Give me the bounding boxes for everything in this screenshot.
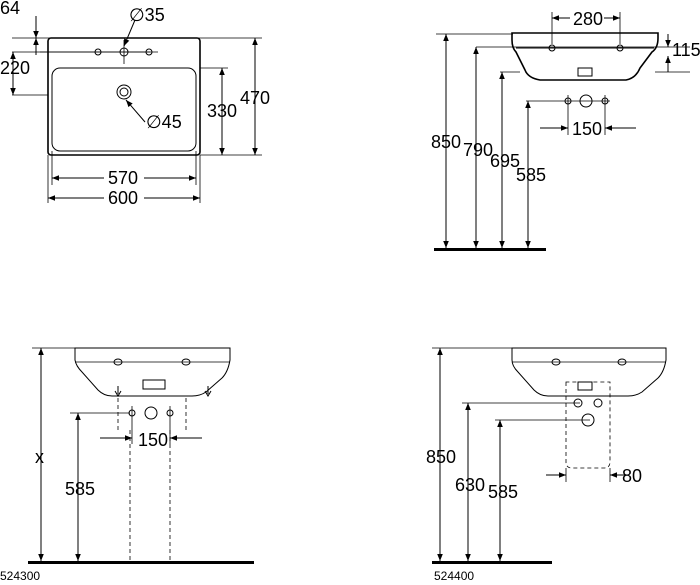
dim-front-150: 150: [138, 430, 168, 450]
dim-80: 80: [622, 466, 642, 486]
product-code-524400: 524400: [434, 569, 474, 583]
dim-695: 695: [490, 151, 520, 171]
product-code-524300: 524300: [0, 569, 40, 583]
front-view-524300: 150 x 585 524300: [0, 347, 254, 583]
dim-600: 600: [108, 188, 138, 208]
dim-630: 630: [455, 475, 485, 495]
dim-470: 470: [240, 88, 270, 108]
dim-front-850: 850: [426, 447, 456, 467]
dim-diameter-35: ∅35: [129, 5, 165, 25]
dim-790: 790: [463, 140, 493, 160]
dim-x: x: [35, 447, 44, 467]
dim-side-585: 585: [516, 165, 546, 185]
dim-64: 64: [0, 0, 20, 18]
dim-115: 115: [672, 40, 700, 60]
dim-side-150: 150: [572, 119, 602, 139]
dim-850: 850: [431, 132, 461, 152]
dim-570: 570: [108, 168, 138, 188]
dim-diameter-45: ∅45: [146, 112, 182, 132]
dim-330: 330: [207, 101, 237, 121]
dim-280: 280: [573, 9, 603, 29]
dim-front-585: 585: [65, 479, 95, 499]
top-view: 64 220 ∅35 ∅45 330 470 57: [0, 0, 270, 208]
dim-220: 220: [0, 58, 30, 78]
side-view: 280 115 150 850 790 695 585: [431, 9, 700, 251]
front-view-524400: 80 850 630 585 524400: [426, 347, 667, 583]
dim-524400-585: 585: [488, 482, 518, 502]
